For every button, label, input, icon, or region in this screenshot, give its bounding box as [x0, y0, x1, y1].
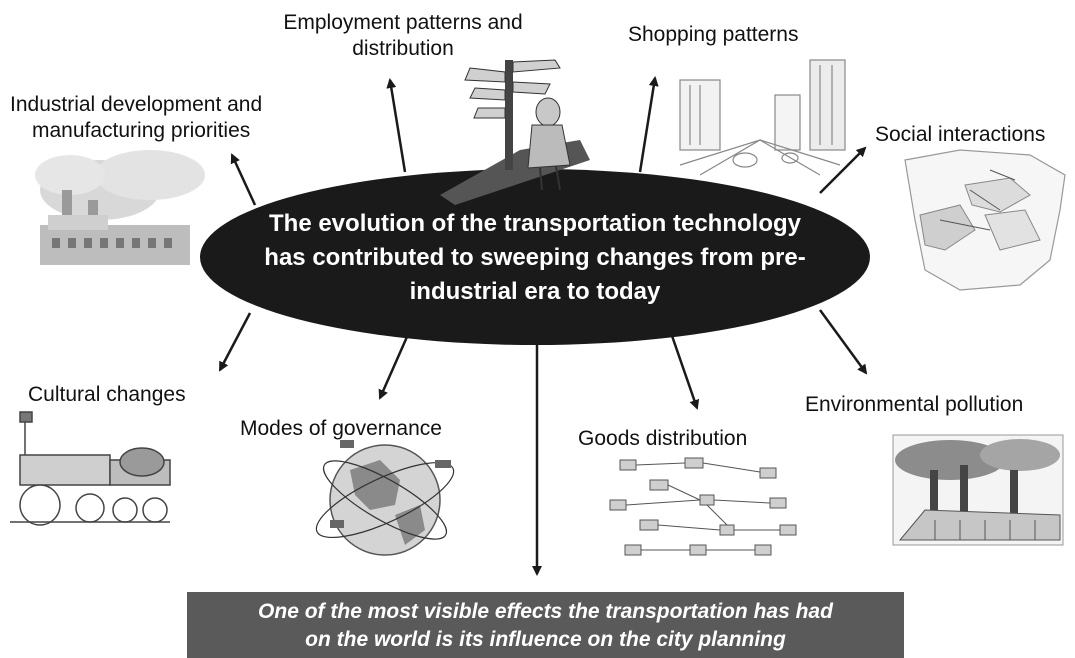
locomotive-illustration — [10, 411, 171, 526]
arrow-employment — [386, 78, 407, 173]
conclusion-line: on the world is its influence on the cit… — [305, 628, 786, 651]
arrow-shopping — [638, 76, 659, 173]
arrow-social — [819, 146, 867, 194]
arrow-environmental — [818, 309, 868, 375]
map-illustration — [904, 149, 1066, 291]
center-line: industrial era to today — [409, 278, 661, 305]
arrow-goods — [668, 329, 700, 410]
center-line: has contributed to sweeping changes from… — [264, 244, 806, 271]
label-environmental: Environmental pollution — [805, 393, 1024, 416]
label-cultural: Cultural changes — [28, 383, 186, 406]
label-governance: Modes of governance — [240, 417, 442, 440]
center-line: The evolution of the transportation tech… — [269, 210, 801, 237]
arrow-cultural — [218, 312, 252, 372]
arrows — [218, 76, 868, 576]
label-shopping: Shopping patterns — [628, 23, 799, 46]
center-statement: The evolution of the transportation tech… — [205, 207, 865, 309]
conclusion-box: One of the most visible effects the tran… — [187, 592, 904, 658]
conclusion-line: One of the most visible effects the tran… — [258, 600, 833, 623]
signpost-illustration — [440, 59, 590, 205]
arrow-governance — [378, 329, 412, 400]
globe-illustration — [315, 440, 455, 556]
flow-chart-illustration — [609, 457, 797, 556]
center-ellipse — [200, 169, 870, 345]
label-employment: Employment patterns and distribution — [283, 11, 523, 60]
label-industrial: Industrial development and manufacturing… — [10, 93, 263, 142]
city-street-illustration — [679, 59, 846, 176]
label-goods: Goods distribution — [578, 427, 748, 450]
label-social: Social interactions — [875, 123, 1046, 146]
factory-illustration — [35, 150, 205, 265]
arrow-industrial — [230, 153, 257, 206]
pollution-factory-illustration — [892, 434, 1064, 546]
